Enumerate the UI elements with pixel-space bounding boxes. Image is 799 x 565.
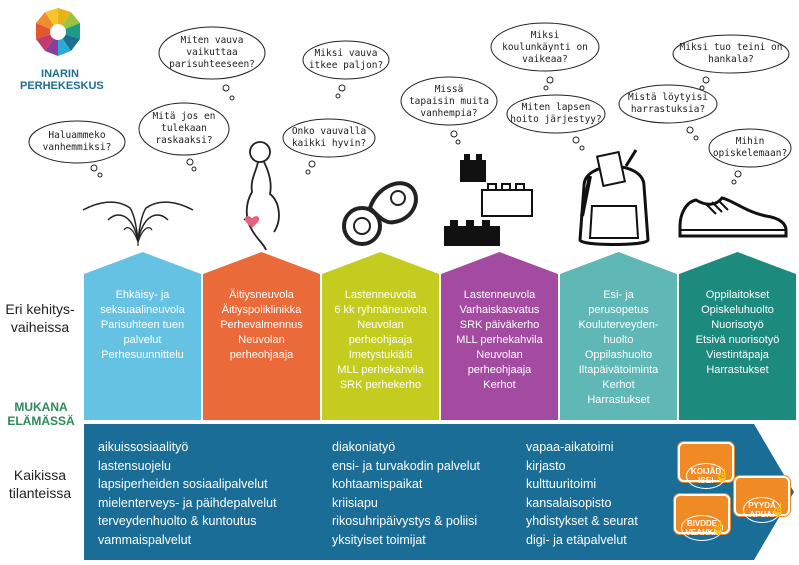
stage-text: Ehkäisy- ja seksuaalineuvola Parisuhteen… bbox=[100, 289, 185, 361]
band-item: yksityiset toimijat bbox=[332, 532, 426, 547]
thought-bubble: Miksi koulunkäynti on vaikeaa? bbox=[490, 22, 600, 91]
band-column-3: vapaa-aikatoimi kirjasto kulttuuritoimi … bbox=[526, 438, 638, 549]
thought-bubble: Miksi vauva itkee paljon? bbox=[302, 40, 390, 99]
band-item: kriisiapu bbox=[332, 495, 378, 510]
stage-column: Ehkäisy- ja seksuaalineuvola Parisuhteen… bbox=[84, 250, 201, 420]
thought-bubble: Miten vauva vaikuttaa parisuhteeseen? bbox=[158, 26, 266, 101]
pointer-hand-icon: ☝ bbox=[715, 468, 730, 482]
band-item: digi- ja etäpalvelut bbox=[526, 532, 627, 547]
services-band: aikuissosiaalityö lastensuojelu lapsiper… bbox=[84, 424, 796, 560]
thought-bubble: Mihin opiskelemaan? bbox=[708, 128, 792, 185]
bubble-text: Mistä löytyisi harrastuksia? bbox=[627, 92, 709, 115]
band-item: kulttuuritoimi bbox=[526, 477, 597, 491]
badge-text: PYYDÄ APUA! bbox=[743, 497, 781, 523]
band-item: kohtaamispaikat bbox=[332, 477, 423, 491]
mukana-label: MUKANA ELÄMÄSSÄ bbox=[7, 400, 75, 428]
stage-column: Esi- ja perusopetus Kouluterveyden- huol… bbox=[560, 250, 677, 420]
eri-label: Eri kehitys- vaiheissa bbox=[5, 301, 75, 335]
cloud-icon bbox=[302, 40, 390, 99]
badge-koijad: KOIJÂD ISE! ☝ bbox=[678, 442, 734, 489]
band-item: rikosuhripäivystys & poliisi bbox=[332, 514, 478, 528]
badge-pyyda: PYYDÄ APUA! ☝ bbox=[734, 476, 790, 523]
thought-bubble: Onko vauvalla kaikki hyvin? bbox=[282, 118, 376, 175]
heart-hands-icon bbox=[82, 201, 194, 246]
band-item: aikuissosiaalityö bbox=[98, 440, 189, 454]
band-item: kansalaisopisto bbox=[526, 495, 612, 510]
bubble-text: Haluammeko vanhemmiksi? bbox=[42, 130, 112, 153]
pregnant-woman-icon bbox=[243, 141, 280, 251]
badge-text: KOIJÂD ISE! bbox=[685, 463, 727, 489]
badge-bivdde: BIVDDE VEAHKI! ☝ bbox=[674, 494, 730, 541]
cloud-icon bbox=[672, 34, 790, 91]
backpack-icon bbox=[578, 149, 650, 246]
thought-bubble: Miksi tuo teini on hankala? bbox=[672, 34, 790, 91]
cloud-icon bbox=[490, 22, 600, 91]
bubble-text: Miksi koulunkäynti on vaikeaa? bbox=[502, 30, 588, 65]
stage-shape bbox=[203, 252, 320, 420]
band-column-1: aikuissosiaalityö lastensuojelu lapsiper… bbox=[98, 438, 277, 549]
logo-mark bbox=[36, 8, 80, 56]
band-item: terveydenhuolto & kuntoutus bbox=[98, 514, 257, 528]
bubble-text: Missä tapaisin muita vanhempia? bbox=[408, 84, 490, 119]
band-item: vapaa-aikatoimi bbox=[526, 440, 614, 454]
cloud-icon bbox=[506, 94, 606, 151]
band-item: kirjasto bbox=[526, 458, 566, 473]
pointer-hand-icon: ☝ bbox=[711, 520, 726, 534]
cloud-icon bbox=[400, 76, 498, 145]
thought-bubble: Missä tapaisin muita vanhempia? bbox=[400, 76, 498, 145]
bubble-text: Miten vauva vaikuttaa parisuhteeseen? bbox=[169, 35, 255, 70]
band-item: diakoniatyö bbox=[332, 440, 396, 454]
stage-text: Lastenneuvola Varhaiskasvatus SRK päiväk… bbox=[456, 289, 543, 391]
band-item: mielenterveys- ja päihdepalvelut bbox=[98, 495, 277, 510]
bubble-text: Onko vauvalla kaikki hyvin? bbox=[291, 126, 367, 149]
cloud-icon bbox=[158, 26, 266, 101]
cloud-icon bbox=[708, 128, 792, 185]
bubble-text: Mihin opiskelemaan? bbox=[712, 136, 788, 159]
band-item: vammaispalvelut bbox=[98, 532, 192, 547]
cloud-icon bbox=[618, 84, 718, 141]
band-item: lapsiperheiden sosiaalipalvelut bbox=[98, 477, 268, 491]
bubble-text: Mitä jos en tulekaan raskaaksi? bbox=[152, 111, 216, 146]
kaikissa-label: Kaikissa tilanteissa bbox=[8, 467, 72, 501]
stage-shape bbox=[322, 252, 439, 420]
stage-text: Äitiysneuvola Äitiyspoliklinikka Perheva… bbox=[220, 289, 303, 361]
bubble-text: Miksi vauva itkee paljon? bbox=[308, 48, 384, 71]
cloud-icon bbox=[28, 120, 126, 178]
bubble-text: Miten lapsen hoito järjestyy? bbox=[510, 102, 602, 125]
sneaker-icon bbox=[678, 196, 788, 238]
stage-shape bbox=[560, 252, 677, 420]
band-item: lastensuojelu bbox=[98, 458, 171, 473]
band-item: yhdistykset & seurat bbox=[526, 514, 638, 528]
thought-bubble: Mistä löytyisi harrastuksia? bbox=[618, 84, 718, 141]
thought-bubble: Haluammeko vanhemmiksi? bbox=[28, 120, 126, 178]
band-arrow bbox=[84, 424, 794, 560]
pointer-hand-icon: ☝ bbox=[771, 502, 786, 516]
badge-text: BIVDDE VEAHKI! bbox=[680, 515, 724, 541]
cloud-icon bbox=[138, 102, 230, 172]
logo-text: INARIN PERHEKESKUS bbox=[20, 68, 104, 92]
thought-bubble: Miten lapsen hoito järjestyy? bbox=[506, 94, 606, 151]
band-column-2: diakoniatyö ensi- ja turvakodin palvelut… bbox=[332, 438, 480, 549]
stage-shape bbox=[441, 252, 558, 420]
stage-column: Lastenneuvola 6 kk ryhmäneuvola Neuvolan… bbox=[322, 250, 439, 420]
stage-text: Lastenneuvola 6 kk ryhmäneuvola Neuvolan… bbox=[334, 289, 427, 391]
stage-text: Oppilaitokset Opiskeluhuolto Nuorisotyö … bbox=[695, 289, 780, 376]
cloud-icon bbox=[282, 118, 376, 175]
bubble-text: Miksi tuo teini on hankala? bbox=[679, 42, 783, 65]
stage-text: Esi- ja perusopetus Kouluterveyden- huol… bbox=[578, 289, 659, 406]
stage-column: Oppilaitokset Opiskeluhuolto Nuorisotyö … bbox=[679, 250, 796, 420]
pacifier-icon bbox=[342, 181, 418, 246]
stage-shape bbox=[84, 252, 201, 420]
building-blocks-icon bbox=[444, 154, 533, 246]
stage-shape bbox=[679, 252, 796, 420]
stage-column: Lastenneuvola Varhaiskasvatus SRK päiväk… bbox=[441, 250, 558, 420]
thought-bubble: Mitä jos en tulekaan raskaaksi? bbox=[138, 102, 230, 172]
stage-column: Äitiysneuvola Äitiyspoliklinikka Perheva… bbox=[203, 250, 320, 420]
band-item: ensi- ja turvakodin palvelut bbox=[332, 458, 480, 473]
